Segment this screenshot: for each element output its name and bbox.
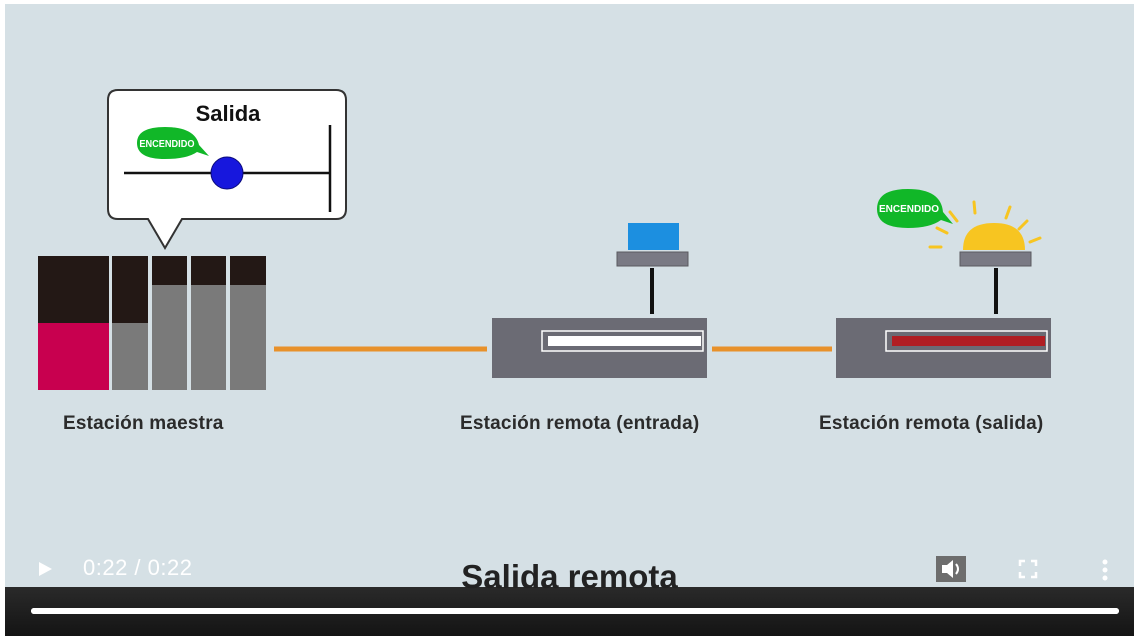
more-options-button[interactable] <box>1095 557 1115 583</box>
module-3-bottom <box>191 285 226 390</box>
on-tag-bubble-2: ENCENDIDO <box>877 189 953 228</box>
lamp-rays <box>928 200 1042 249</box>
master-station <box>38 256 266 390</box>
bubble-title: Salida <box>196 101 262 126</box>
module-2-bottom <box>152 285 187 390</box>
input-button-base <box>616 251 689 267</box>
cpu-module-bottom <box>38 323 109 390</box>
input-station-body <box>492 318 707 378</box>
remote-output-station: ENCENDIDO <box>836 189 1051 378</box>
input-button-cap <box>628 223 679 250</box>
progress-fill <box>31 608 1119 614</box>
on-tag-shape <box>137 127 209 159</box>
module-2-top <box>152 256 187 285</box>
master-station-label: Estación maestra <box>63 413 224 434</box>
lamp-dome <box>963 223 1025 250</box>
on-tag-bubble: ENCENDIDO <box>137 127 209 159</box>
on-tag-shape-2 <box>877 189 953 228</box>
module-1-bottom <box>112 323 148 390</box>
module-4-bottom <box>230 285 266 390</box>
play-button[interactable] <box>35 557 57 581</box>
volume-icon <box>936 556 966 582</box>
output-station-indicator <box>892 336 1045 346</box>
video-player[interactable]: Salida ENCENDIDO <box>5 4 1134 636</box>
fullscreen-icon <box>1018 559 1038 579</box>
remote-input-station <box>492 223 707 378</box>
time-display: 0:22 / 0:22 <box>83 555 193 580</box>
on-tag-text: ENCENDIDO <box>139 139 195 150</box>
on-tag-text-2: ENCENDIDO <box>879 204 939 215</box>
module-3-top <box>191 256 226 285</box>
input-station-indicator <box>548 336 701 346</box>
output-station-slot <box>885 330 1048 352</box>
remote-input-station-label: Estación remota (entrada) <box>460 413 700 434</box>
fullscreen-button[interactable] <box>1017 558 1039 580</box>
more-options-icon <box>1102 559 1108 581</box>
module-4-top <box>230 256 266 285</box>
input-station-slot <box>541 330 704 352</box>
module-1-top <box>112 256 148 323</box>
play-icon <box>39 562 52 576</box>
lamp-base <box>959 251 1032 267</box>
cpu-module-top <box>38 256 109 323</box>
volume-button[interactable] <box>936 556 966 582</box>
remote-output-station-label: Estación remota (salida) <box>819 413 1044 434</box>
output-bubble: Salida ENCENDIDO <box>107 89 347 250</box>
progress-bar[interactable] <box>31 608 1119 614</box>
video-caption: Salida remota <box>461 558 678 595</box>
output-station-body <box>836 318 1051 378</box>
animation-scene: Salida ENCENDIDO <box>38 89 1051 390</box>
output-coil-dot <box>210 156 244 190</box>
